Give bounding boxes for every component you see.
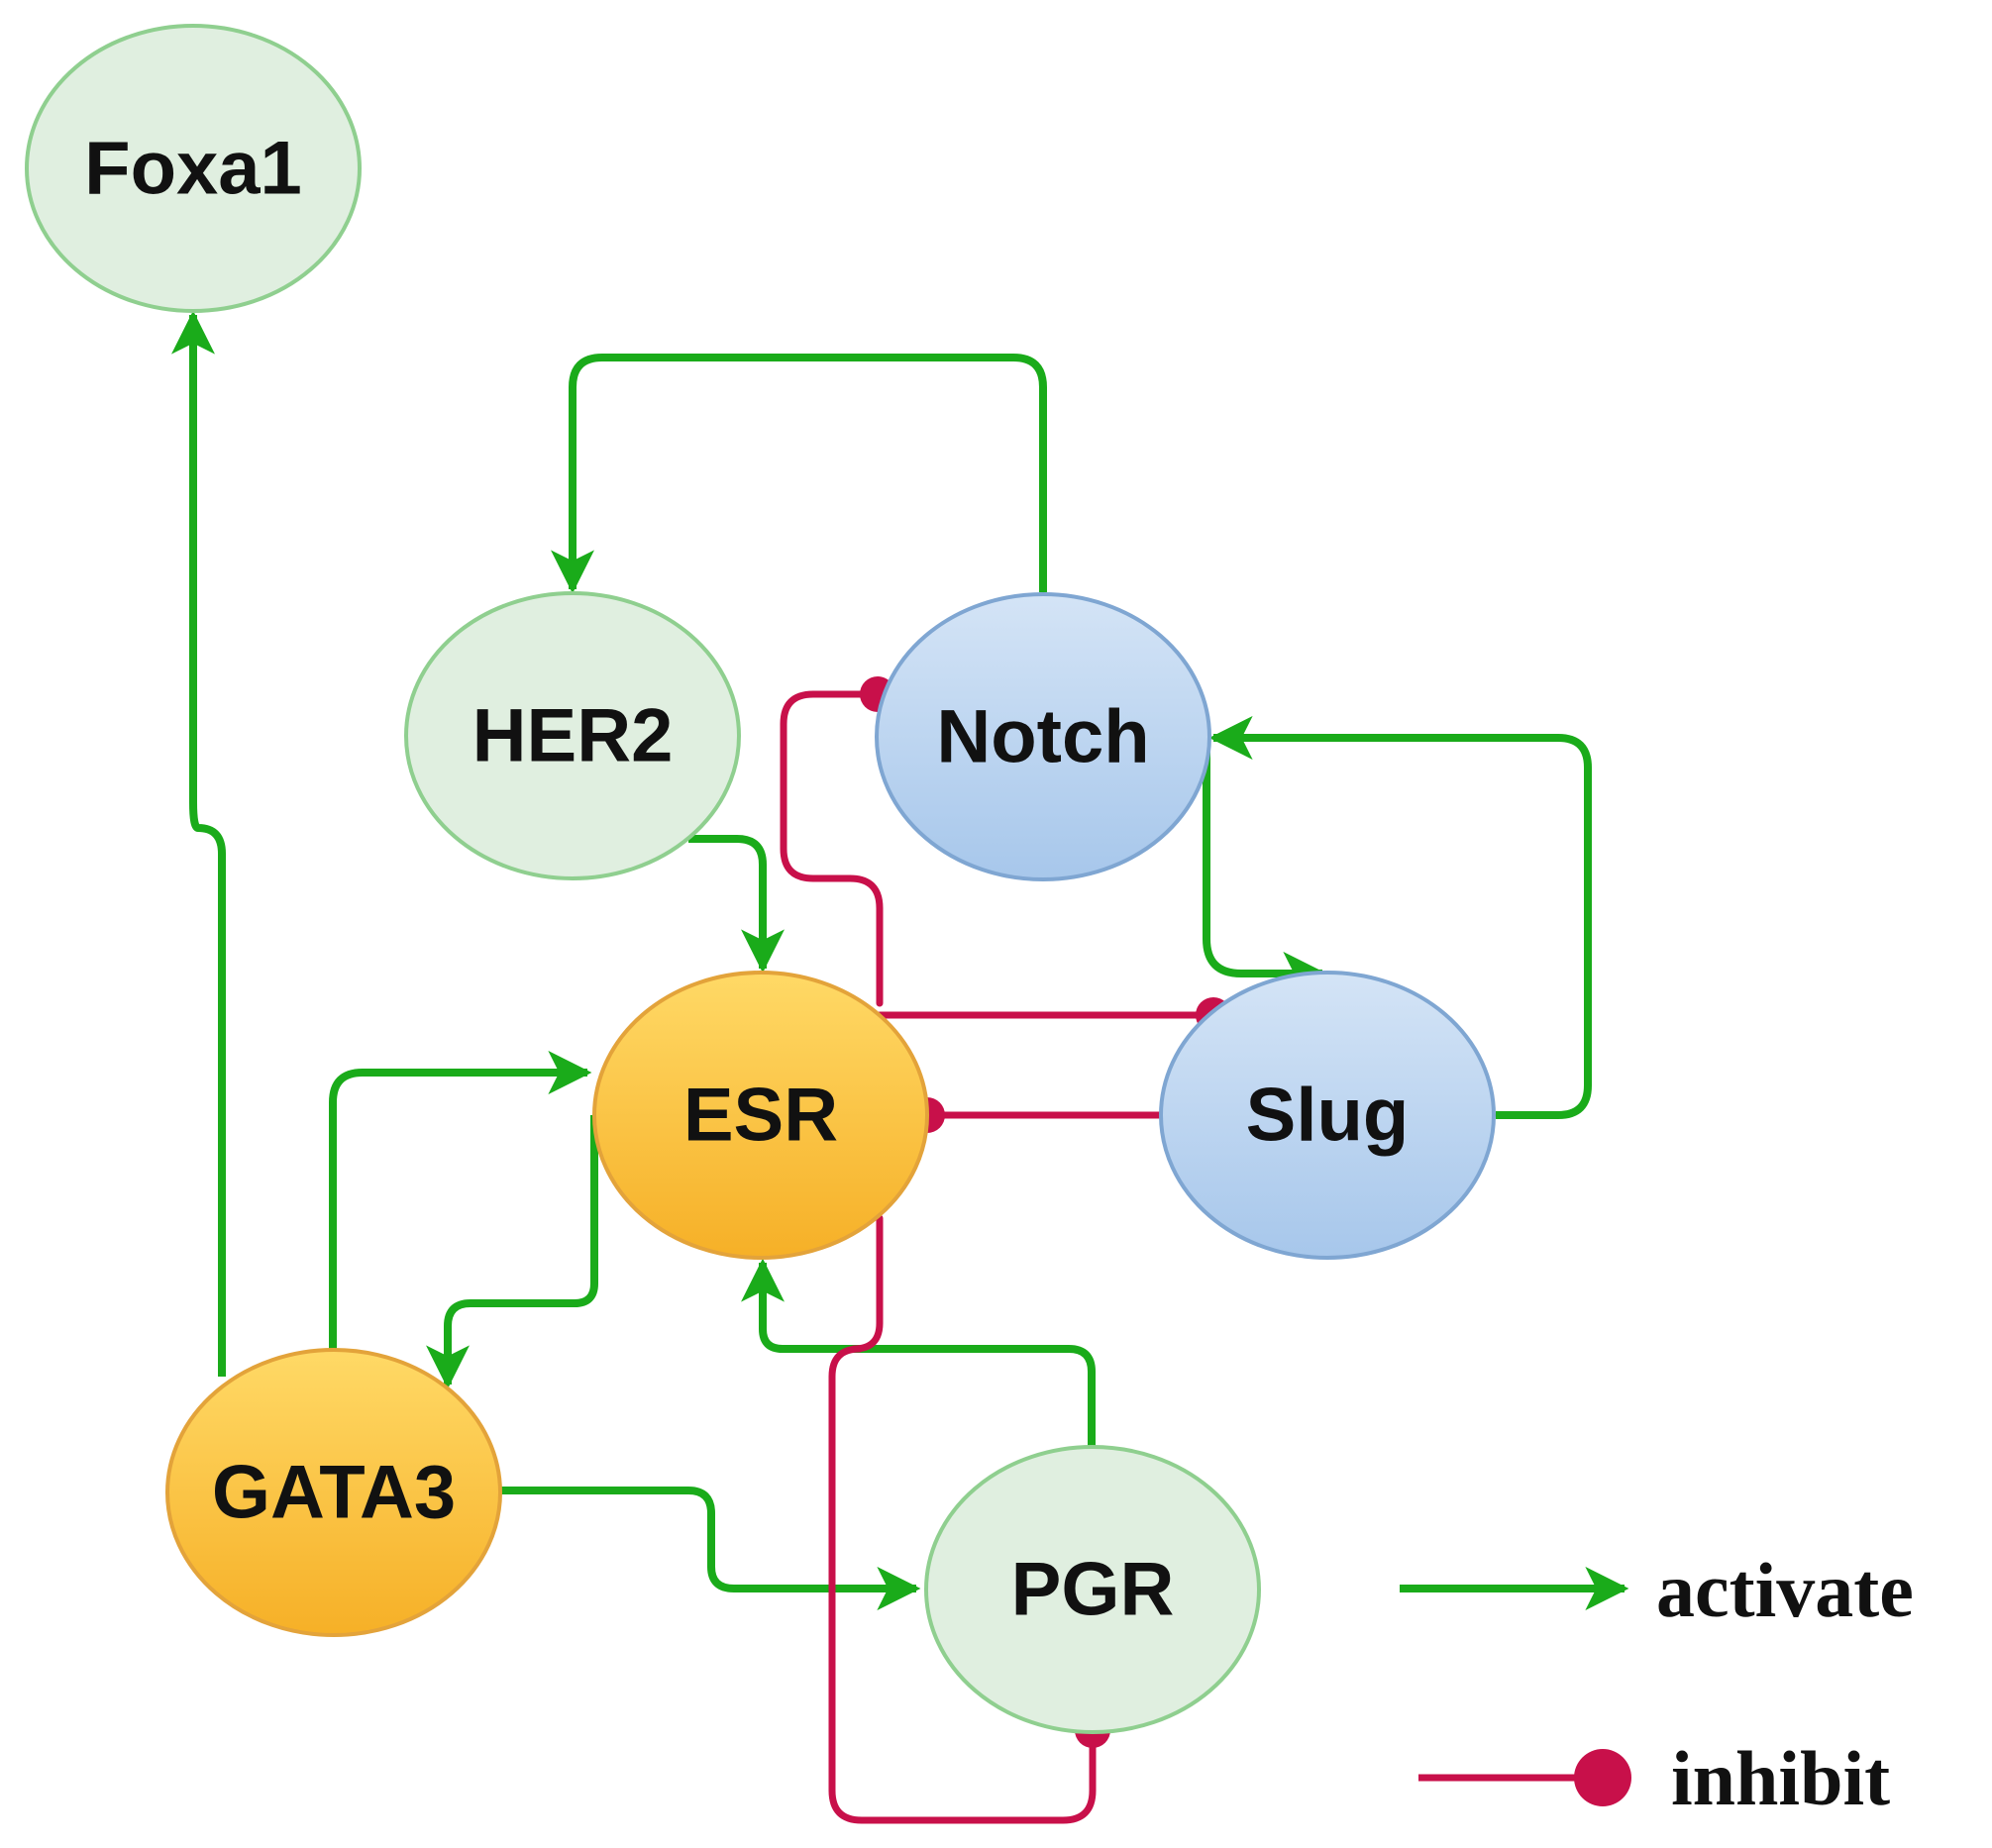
legend: activate inhibit [1400, 1547, 1914, 1821]
node-notch: Notch [875, 592, 1211, 881]
node-esr: ESR [592, 971, 929, 1260]
legend-activate: activate [1400, 1547, 1914, 1633]
legend-activate-label: activate [1656, 1547, 1914, 1633]
node-foxa1-label: Foxa1 [84, 127, 302, 211]
node-gata3: GATA3 [165, 1348, 502, 1637]
node-slug: Slug [1159, 971, 1496, 1260]
edge-slug-activates-notch [1208, 716, 1592, 1119]
edge-esr-activates-gata3 [426, 1115, 598, 1389]
edge-gata3-activates-esr [329, 1051, 592, 1349]
node-pgr: PGR [924, 1445, 1261, 1734]
node-her2: HER2 [404, 591, 741, 880]
edge-gata3-activates-pgr [500, 1487, 921, 1610]
node-foxa1: Foxa1 [25, 24, 362, 313]
edge-notch-activates-her2 [551, 354, 1047, 594]
edge-gata3-activates-foxa1 [171, 310, 226, 1377]
node-pgr-label: PGR [1011, 1548, 1175, 1632]
legend-inhibit-label: inhibit [1671, 1735, 1890, 1821]
legend-inhibit-dot [1574, 1749, 1631, 1806]
node-gata3-label: GATA3 [212, 1451, 456, 1535]
node-her2-label: HER2 [472, 694, 674, 778]
legend-inhibit: inhibit [1418, 1735, 1890, 1821]
edge-esr-inhibits-notch [780, 690, 884, 1007]
edge-her2-activates-esr [688, 835, 785, 974]
node-slug-label: Slug [1246, 1074, 1410, 1158]
edge-esr-inhibits-pgr [828, 1214, 1097, 1824]
node-esr-label: ESR [683, 1074, 838, 1158]
edge-pgr-activates-esr [741, 1258, 1096, 1447]
node-notch-label: Notch [936, 695, 1149, 779]
edge-notch-activates-slug [1203, 735, 1327, 995]
